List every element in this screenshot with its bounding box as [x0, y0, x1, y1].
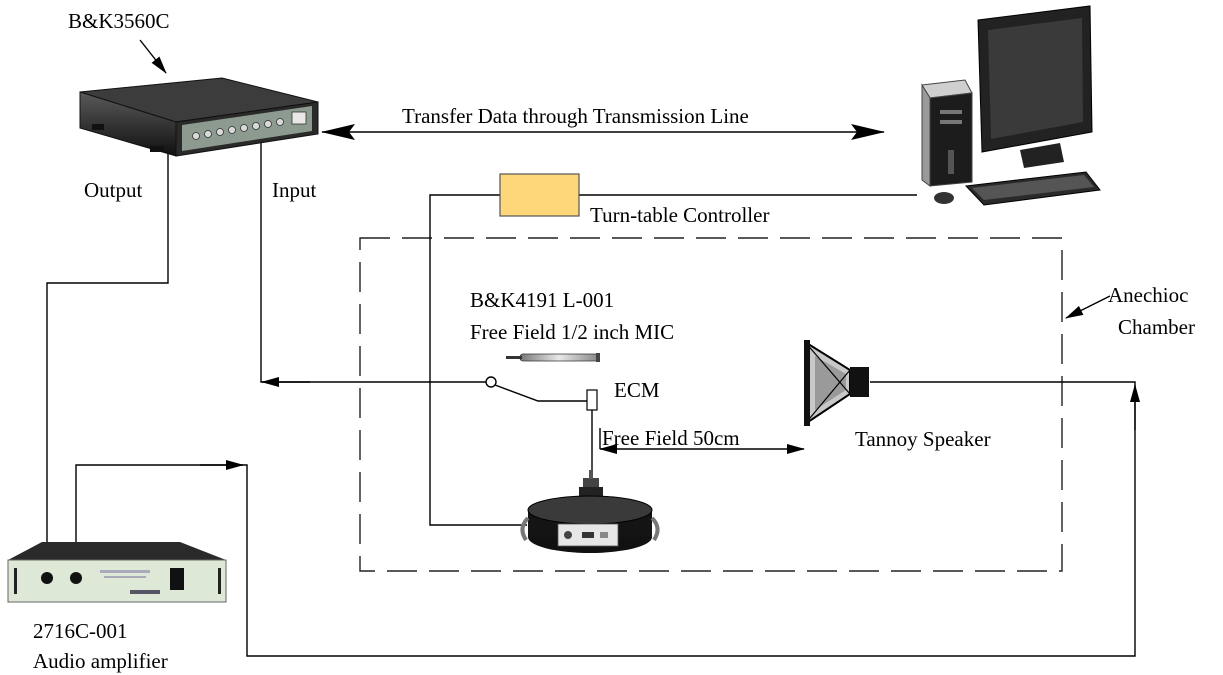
daq-input-label: Input [272, 178, 316, 202]
free-field-label: Free Field 50cm [602, 426, 740, 450]
turntable-controller-box [499, 173, 580, 217]
daq-name-label: B&K3560C [68, 9, 170, 33]
switch-lever [494, 384, 590, 402]
mic-model-label: B&K4191 L-001 [470, 288, 614, 312]
chamber-label-pointer [1065, 295, 1111, 319]
chamber-label-line2: Chamber [1118, 315, 1195, 339]
amp-description-label: Audio amplifier [33, 649, 168, 673]
chamber-label-line1: Anechioc [1108, 283, 1188, 307]
computer-icon [921, 5, 1101, 206]
turntable-icon [520, 470, 660, 553]
daq-unit-icon [79, 77, 319, 157]
mic-description-label: Free Field 1/2 inch MIC [470, 320, 674, 344]
daq-label-pointer [139, 39, 167, 74]
switch-node [485, 376, 497, 388]
anechoic-chamber-boundary [359, 237, 1063, 572]
daq-input-wire [260, 140, 486, 383]
speaker-feed-wire [75, 381, 1136, 657]
speaker-icon [804, 340, 869, 426]
transfer-data-label: Transfer Data through Transmission Line [402, 104, 749, 128]
turntable-controller-label: Turn-table Controller [590, 203, 769, 227]
daq-output-wire [42, 140, 169, 568]
amp-model-label: 2716C-001 [33, 619, 128, 643]
daq-output-label: Output [84, 178, 143, 202]
ecm-label: ECM [614, 378, 660, 402]
speaker-label: Tannoy Speaker [855, 427, 991, 451]
controller-turntable-wire [429, 194, 527, 526]
ecm-icon [586, 389, 598, 411]
amplifier-icon [7, 542, 227, 603]
microphone-icon [506, 353, 600, 362]
